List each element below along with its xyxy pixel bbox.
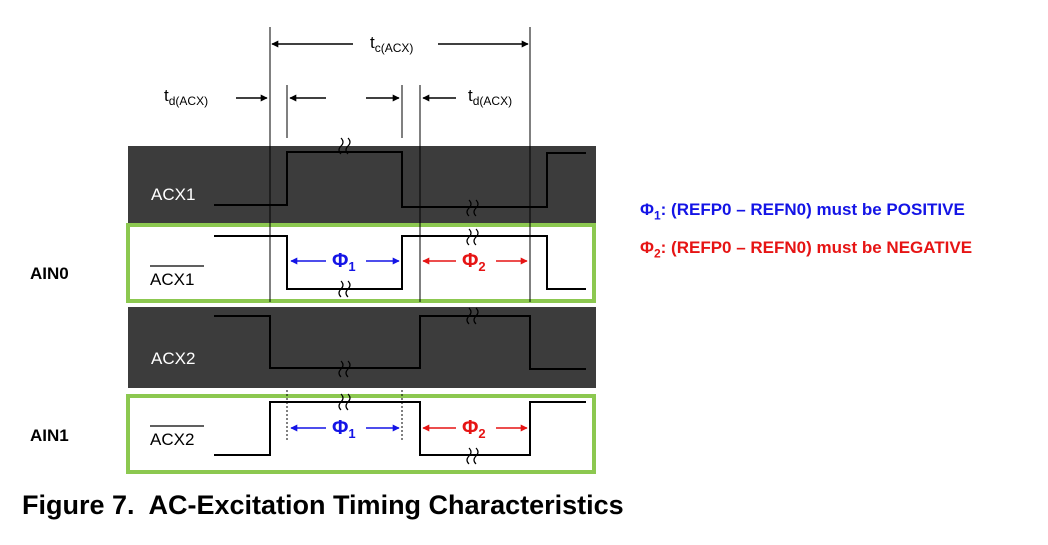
figure-title: AC-Excitation Timing Characteristics xyxy=(148,490,624,520)
break-marks xyxy=(338,137,479,465)
acx2-label: ACX2 xyxy=(151,349,195,368)
ain1-frame xyxy=(126,394,596,474)
acx1-band xyxy=(128,146,596,223)
legend-phase1-text: : (REFP0 – REFN0) must be POSITIVE xyxy=(660,200,965,219)
delay-time-label-right: td(ACX) xyxy=(468,86,512,108)
ain1-label: AIN1 xyxy=(30,426,69,445)
figure-caption: Figure 7. AC-Excitation Timing Characteri… xyxy=(22,490,624,521)
phase2-ain0: Φ2 xyxy=(422,250,528,274)
svg-text:Φ1: Φ1 xyxy=(332,250,356,274)
svg-text:Φ2: Φ2 xyxy=(462,417,486,441)
legend-phase2-sub: 2 xyxy=(653,246,661,261)
acx1-bar-waveform xyxy=(214,235,586,290)
acx2-waveform xyxy=(214,315,586,370)
cycle-time-label: tc(ACX) xyxy=(370,33,413,55)
reference-lines xyxy=(269,27,531,440)
svg-text:Φ1: Φ1 xyxy=(332,417,356,441)
legend-phase2: Φ2: (REFP0 – REFN0) must be NEGATIVE xyxy=(640,238,972,260)
phase1-ain1: Φ1 xyxy=(290,417,400,441)
legend-phase2-phi: Φ xyxy=(640,238,654,257)
acx1-bar-label: ACX1 xyxy=(150,270,194,289)
delay-time-label-left: td(ACX) xyxy=(164,86,208,108)
phase1-ain0: Φ1 xyxy=(290,250,400,274)
legend-phase2-text: : (REFP0 – REFN0) must be NEGATIVE xyxy=(660,238,973,257)
legend-phase1: Φ1: (REFP0 – REFN0) must be POSITIVE xyxy=(640,200,965,222)
phase2-ain1: Φ2 xyxy=(422,417,528,441)
legend-phase1-sub: 1 xyxy=(653,208,661,223)
acx2-bar-waveform xyxy=(214,401,586,456)
legend-phase1-phi: Φ xyxy=(640,200,654,219)
acx2-band xyxy=(128,307,596,388)
acx2-bar-label: ACX2 xyxy=(150,430,194,449)
figure-number: Figure 7. xyxy=(22,490,135,520)
acx1-label: ACX1 xyxy=(151,185,195,204)
acx1-waveform xyxy=(214,151,586,208)
ain0-label: AIN0 xyxy=(30,264,69,283)
svg-text:Φ2: Φ2 xyxy=(462,250,486,274)
